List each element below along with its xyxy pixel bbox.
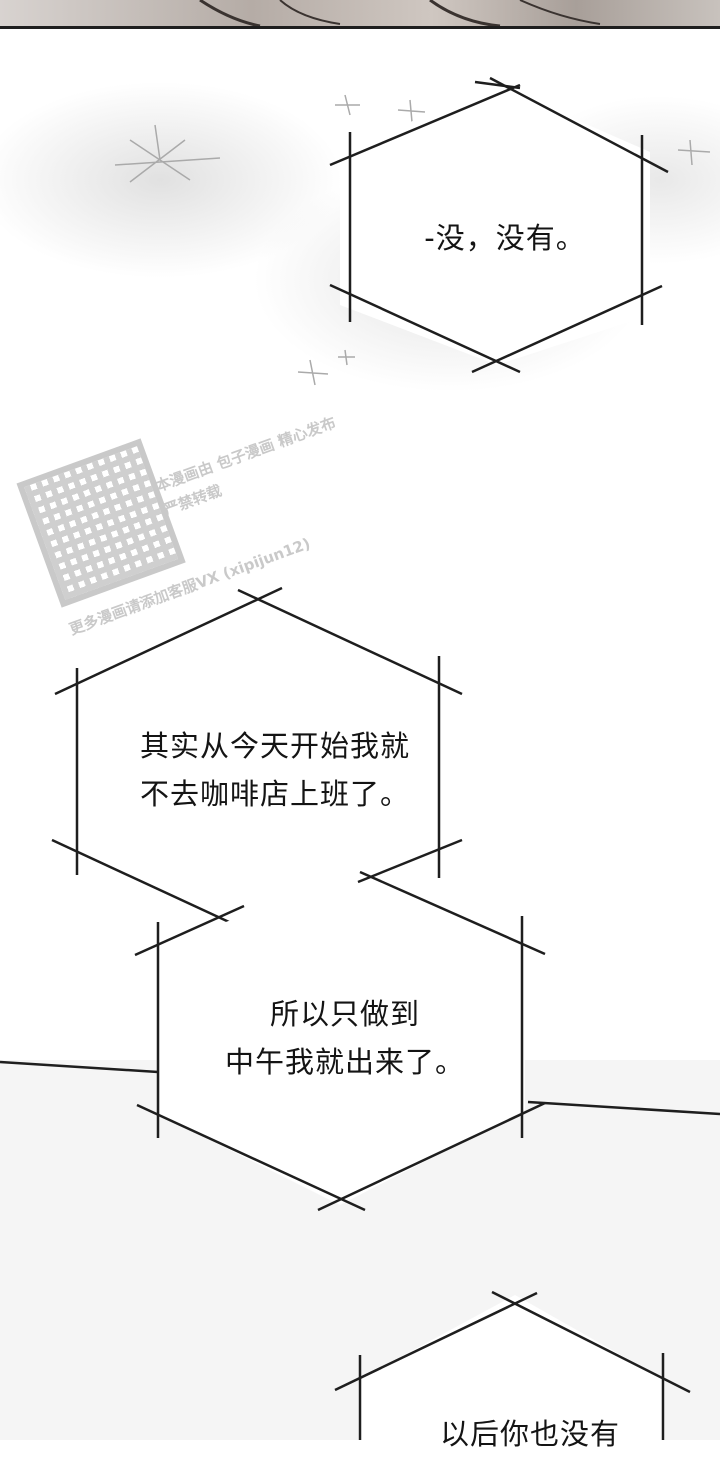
floor-edge [0, 1060, 159, 1074]
bubble-2-line-1: 其实从今天开始我就 [139, 729, 410, 763]
hexagon-bubble-1 [329, 76, 669, 374]
bubble-4-text: 以后你也没有 [400, 1410, 660, 1458]
bubble-1-text: -没，没有。 [405, 214, 605, 262]
hair-strands-art [199, 0, 601, 26]
hexagon-bubble-3 [134, 838, 546, 1212]
floor-edge-right [527, 1100, 720, 1116]
hexagon-bubble-4 [334, 1290, 691, 1440]
qr-code-icon [16, 438, 186, 608]
bubble-3-line-1: 所以只做到 [269, 997, 420, 1031]
sparkle-icon [114, 94, 711, 386]
hexagon-bubble-2 [51, 586, 463, 930]
bubble-3-line-2: 中午我就出来了。 [224, 1045, 465, 1079]
bubble-3-text: 所以只做到 中午我就出来了。 [195, 990, 495, 1086]
bubble-1-line-1: -没，没有。 [424, 221, 586, 255]
bubble-4-line-1: 以后你也没有 [439, 1417, 620, 1451]
previous-panel-edge [0, 0, 720, 29]
bubble-2-text: 其实从今天开始我就 不去咖啡店上班了。 [100, 722, 450, 818]
bubble-2-line-2: 不去咖啡店上班了。 [139, 777, 410, 811]
